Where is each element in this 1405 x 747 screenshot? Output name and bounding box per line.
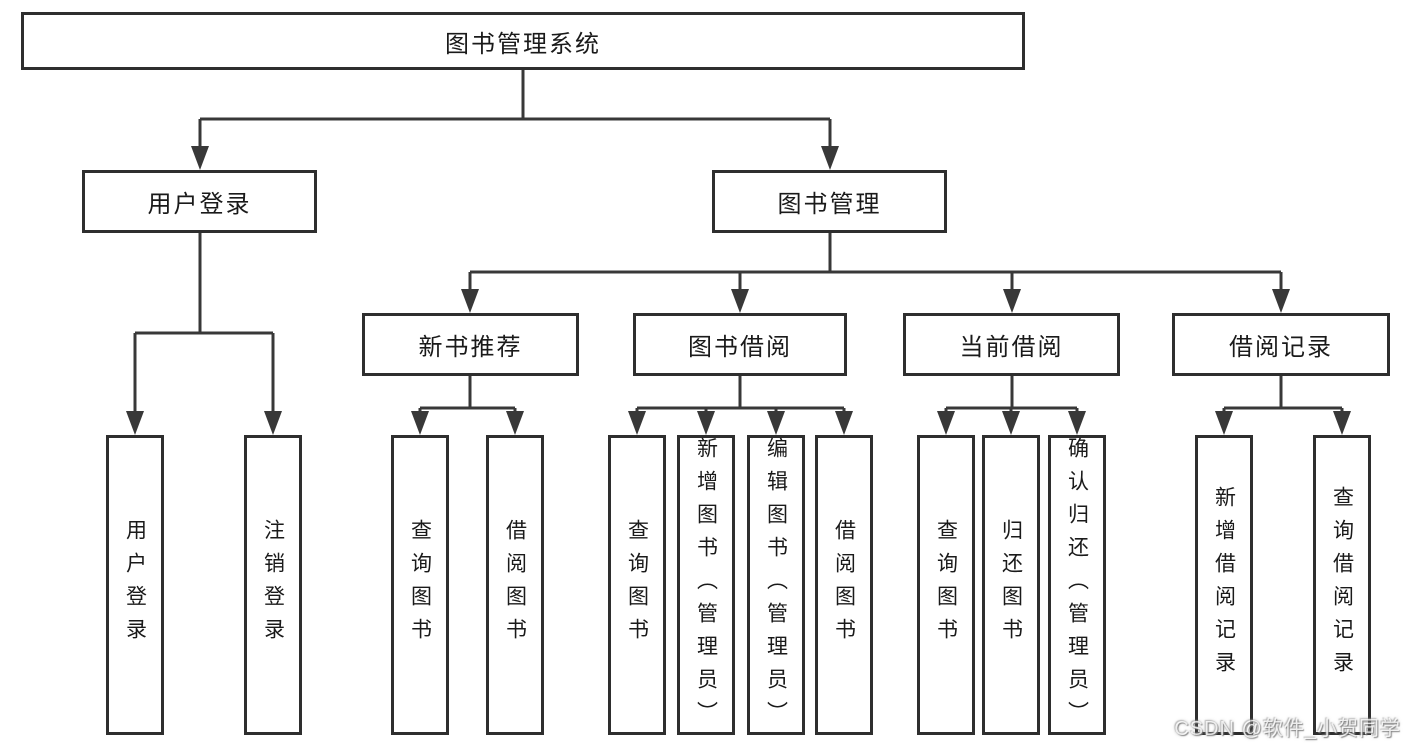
leaf-query-books-recommend: 查询图书 bbox=[391, 435, 449, 735]
leaf-query-books-current: 查询图书 bbox=[917, 435, 975, 735]
leaf-label: 查询图书 bbox=[934, 519, 958, 651]
node-current-borrow: 当前借阅 bbox=[903, 313, 1120, 376]
leaf-borrow-books-recommend: 借阅图书 bbox=[486, 435, 544, 735]
node-library-management-system: 图书管理系统 bbox=[21, 12, 1025, 70]
leaf-label: 借阅图书 bbox=[832, 519, 856, 651]
node-label: 图书管理系统 bbox=[445, 30, 601, 58]
node-label: 当前借阅 bbox=[959, 334, 1064, 361]
leaf-label: 查询借阅记录 bbox=[1330, 486, 1354, 684]
arrowheads bbox=[126, 146, 1351, 435]
node-label: 借阅记录 bbox=[1229, 334, 1333, 361]
leaf-logout: 注销登录 bbox=[244, 435, 302, 735]
node-book-management: 图书管理 bbox=[712, 170, 947, 233]
leaf-user-login: 用户登录 bbox=[106, 435, 164, 735]
node-user-login: 用户登录 bbox=[82, 170, 317, 233]
leaf-query-borrow-record: 查询借阅记录 bbox=[1313, 435, 1371, 735]
leaf-return-books: 归还图书 bbox=[982, 435, 1040, 735]
leaf-label: 借阅图书 bbox=[503, 519, 527, 651]
leaf-edit-book-admin: 编辑图书（管理员） bbox=[747, 435, 805, 735]
leaf-confirm-return-admin: 确认归还（管理员） bbox=[1048, 435, 1106, 735]
leaf-query-books-borrow: 查询图书 bbox=[608, 435, 666, 735]
node-book-borrow: 图书借阅 bbox=[633, 313, 847, 376]
node-label: 图书借阅 bbox=[688, 334, 792, 361]
node-label: 用户登录 bbox=[147, 191, 252, 218]
node-label: 图书管理 bbox=[777, 191, 882, 218]
leaf-label: 新增图书（管理员） bbox=[694, 436, 718, 734]
leaf-add-borrow-record: 新增借阅记录 bbox=[1195, 435, 1253, 735]
node-new-book-recommend: 新书推荐 bbox=[362, 313, 579, 376]
leaf-label: 注销登录 bbox=[261, 519, 285, 651]
node-borrow-records: 借阅记录 bbox=[1172, 313, 1390, 376]
leaf-label: 新增借阅记录 bbox=[1212, 486, 1236, 684]
leaf-borrow-books-borrow: 借阅图书 bbox=[815, 435, 873, 735]
csdn-watermark: CSDN @软件_小贺同学 bbox=[1174, 718, 1401, 740]
node-label: 新书推荐 bbox=[418, 334, 523, 361]
leaf-label: 确认归还（管理员） bbox=[1065, 436, 1089, 734]
leaf-add-book-admin: 新增图书（管理员） bbox=[677, 435, 735, 735]
leaf-label: 归还图书 bbox=[999, 519, 1023, 651]
leaf-label: 查询图书 bbox=[625, 519, 649, 651]
leaf-label: 编辑图书（管理员） bbox=[764, 436, 788, 734]
leaf-label: 查询图书 bbox=[408, 519, 432, 651]
leaf-label: 用户登录 bbox=[123, 519, 147, 651]
